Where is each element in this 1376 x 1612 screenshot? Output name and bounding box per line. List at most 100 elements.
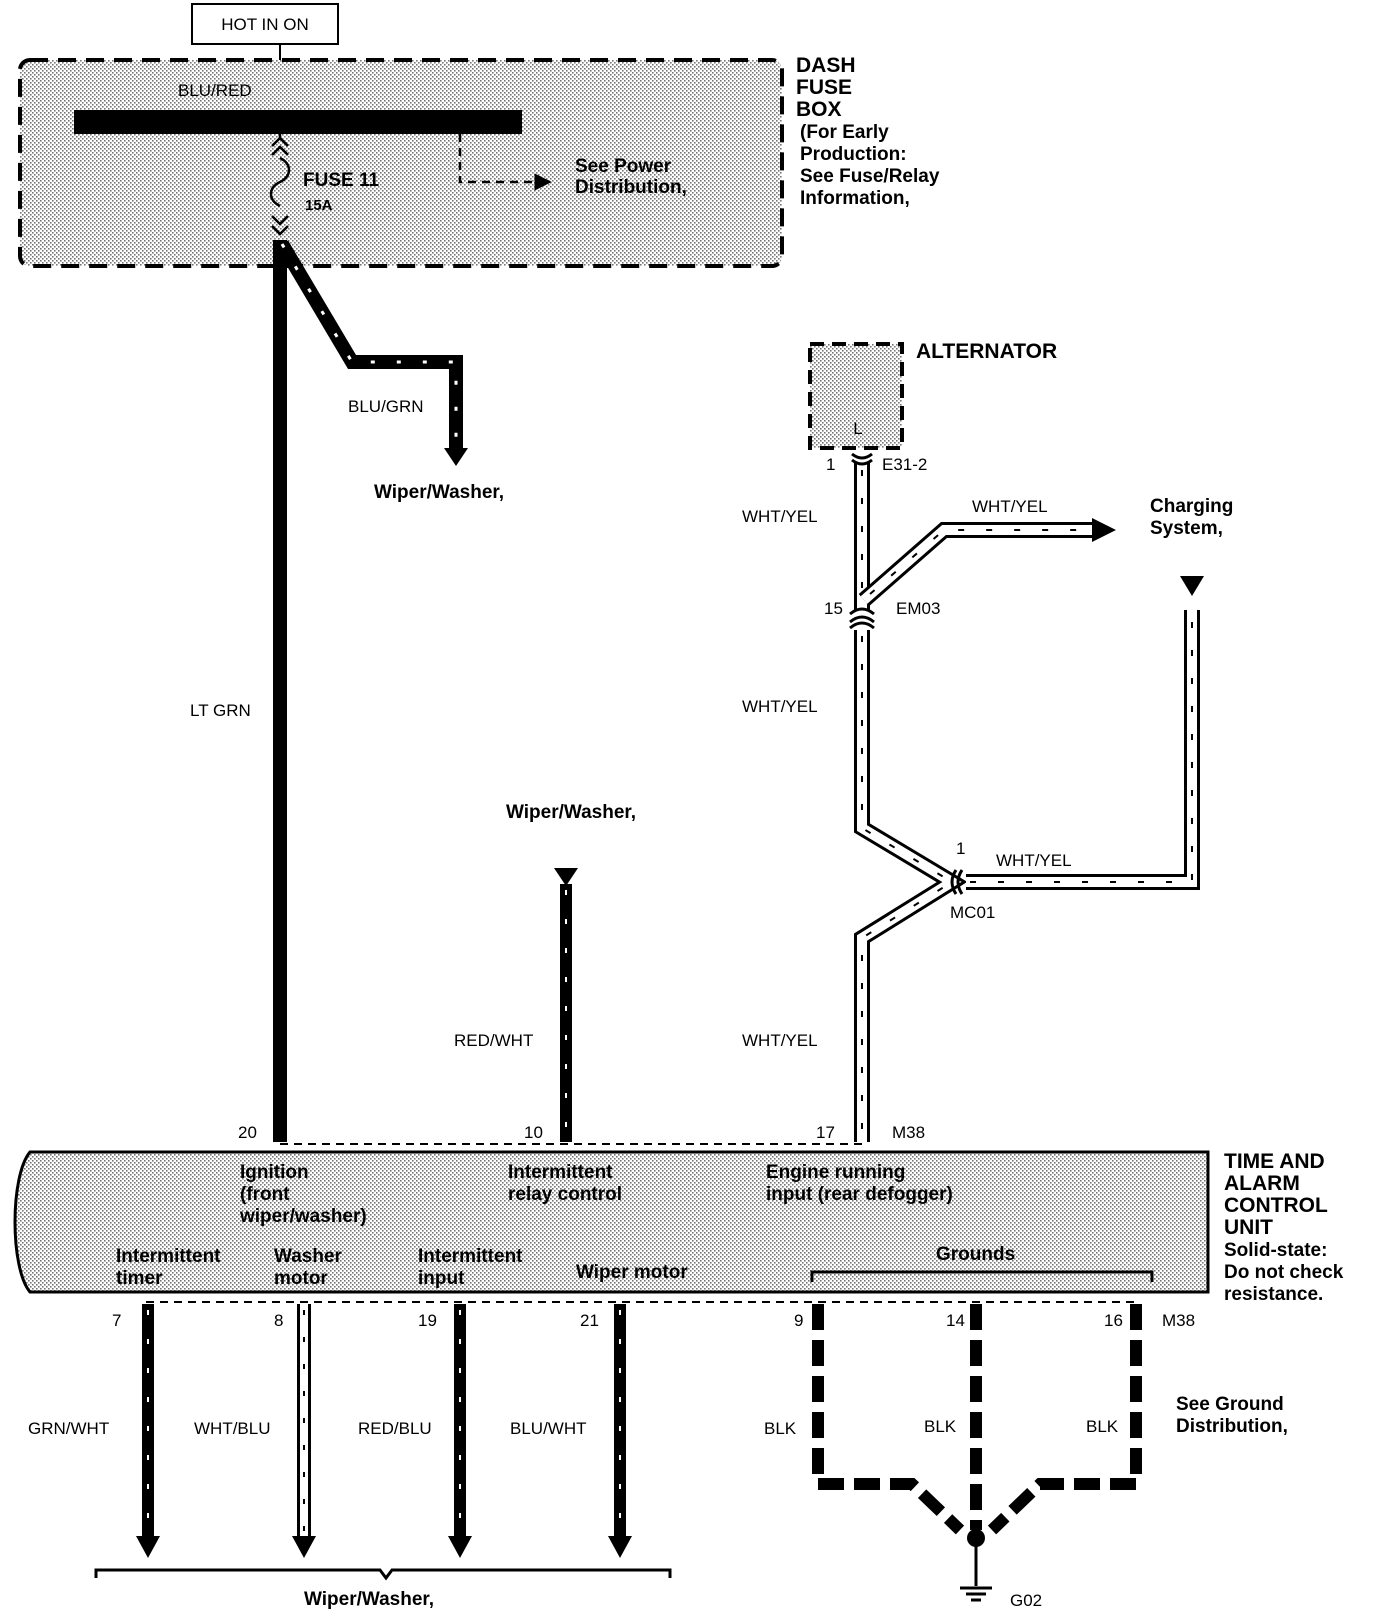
grn-wht-wire <box>136 1304 160 1558</box>
grounds-bracket <box>810 1270 1154 1282</box>
red-wht-wire <box>554 868 578 1142</box>
wiper-washer-bottom-label: Wiper/Washer, <box>304 1589 434 1610</box>
grn-wht-label: GRN/WHT <box>28 1419 109 1438</box>
time-alarm-control-unit: Ignition (front wiper/washer) Intermitte… <box>13 1150 1210 1294</box>
ignition-label-2: (front <box>240 1184 290 1205</box>
ignition-label-3: wiper/washer) <box>239 1206 367 1227</box>
control-unit-note-2: Do not check <box>1224 1262 1344 1283</box>
pin-16: 16 <box>1104 1311 1123 1330</box>
blu-wht-wire <box>608 1304 632 1558</box>
g02-ground-icon <box>960 1529 992 1602</box>
see-power-label-1: See Power <box>575 156 672 177</box>
fuse-box-title-3: BOX <box>796 98 842 121</box>
power-distribution-arrow <box>458 134 552 191</box>
int-input-label-1: Intermittent <box>418 1246 523 1267</box>
wiper-washer-mid-label: Wiper/Washer, <box>506 802 636 823</box>
control-unit-title-3: CONTROL <box>1224 1194 1328 1217</box>
wiper-washer-bracket <box>94 1568 672 1581</box>
e31-connector-icon <box>851 452 873 466</box>
bus-bar <box>74 110 522 134</box>
ignition-label-1: Ignition <box>240 1162 309 1183</box>
fuse-box-note-4: Information, <box>800 188 910 209</box>
e31-label: E31-2 <box>882 455 927 474</box>
grounds-label: Grounds <box>936 1244 1015 1265</box>
control-unit-title-4: UNIT <box>1224 1216 1273 1239</box>
int-relay-label-1: Intermittent <box>508 1162 613 1183</box>
e31-pin: 1 <box>826 455 835 474</box>
fuse-11-label: FUSE 11 <box>303 170 379 191</box>
alternator-box <box>808 342 904 450</box>
blu-grn-wire <box>275 240 468 466</box>
control-unit-title-2: ALARM <box>1224 1172 1300 1195</box>
pin-9: 9 <box>794 1311 803 1330</box>
fuse-box-note-3: See Fuse/Relay <box>800 166 940 187</box>
see-power-label-2: Distribution, <box>575 177 687 198</box>
see-ground-label-2: Distribution, <box>1176 1416 1288 1437</box>
hot-in-on-box <box>191 3 339 45</box>
wiper-washer-top-label: Wiper/Washer, <box>374 482 504 503</box>
em03-label: EM03 <box>896 599 940 618</box>
wht-yel-mc01-branch <box>966 576 1204 890</box>
lt-grn-label: LT GRN <box>190 701 251 720</box>
wht-yel-label-3: WHT/YEL <box>742 1031 818 1050</box>
hot-in-on-label: HOT IN ON <box>221 15 309 34</box>
m38-top-label: M38 <box>892 1123 925 1142</box>
red-wht-label: RED/WHT <box>454 1031 533 1050</box>
alternator-label: ALTERNATOR <box>916 340 1057 363</box>
em03-pin: 15 <box>824 599 843 618</box>
mc01-pin: 1 <box>956 839 965 858</box>
wht-blu-label: WHT/BLU <box>194 1419 271 1438</box>
fuse-box-note-2: Production: <box>800 144 907 165</box>
blk-label-3: BLK <box>1086 1417 1119 1436</box>
mc01-label: MC01 <box>950 903 995 922</box>
int-timer-label-1: Intermittent <box>116 1246 221 1267</box>
pin-20: 20 <box>238 1123 257 1142</box>
control-unit-title-1: TIME AND <box>1224 1150 1325 1173</box>
pin-8: 8 <box>274 1311 283 1330</box>
fuse-box-title-1: DASH <box>796 54 856 77</box>
engine-running-label-2: input (rear defogger) <box>766 1184 953 1205</box>
red-blu-label: RED/BLU <box>358 1419 432 1438</box>
int-relay-label-2: relay control <box>508 1184 622 1205</box>
pin-21: 21 <box>580 1311 599 1330</box>
pin-17: 17 <box>816 1123 835 1142</box>
fuse-11-icon <box>269 134 291 236</box>
charging-label-1: Charging <box>1150 496 1233 517</box>
mc01-connector-icon <box>950 869 964 895</box>
blk-label-1: BLK <box>764 1419 797 1438</box>
em03-connector-icon <box>849 607 875 630</box>
control-unit-note-1: Solid-state: <box>1224 1240 1327 1261</box>
wiper-motor-label: Wiper motor <box>576 1262 688 1283</box>
wht-yel-label-1: WHT/YEL <box>742 507 818 526</box>
alternator-terminal-l: L <box>853 419 862 438</box>
charging-label-2: System, <box>1150 518 1223 539</box>
dash-fuse-box: BLU/RED FUSE 11 15A See Power Distributi… <box>18 58 784 268</box>
wht-yel-mc01-label: WHT/YEL <box>996 851 1072 870</box>
blu-grn-label: BLU/GRN <box>348 397 424 416</box>
washer-motor-label-1: Washer <box>274 1246 343 1267</box>
wht-yel-charging-label: WHT/YEL <box>972 497 1048 516</box>
fuse-rating-label: 15A <box>305 197 333 214</box>
pin-19: 19 <box>418 1311 437 1330</box>
see-ground-label-1: See Ground <box>1176 1394 1284 1415</box>
wht-blu-wire <box>292 1304 316 1558</box>
wht-yel-label-2: WHT/YEL <box>742 697 818 716</box>
g02-label: G02 <box>1010 1591 1042 1610</box>
pin-14: 14 <box>946 1311 965 1330</box>
fuse-box-note-1: (For Early <box>800 122 889 143</box>
blu-red-wire-label: BLU/RED <box>178 81 252 100</box>
blu-wht-label: BLU/WHT <box>510 1419 587 1438</box>
pin-7: 7 <box>112 1311 121 1330</box>
m38-bottom-label: M38 <box>1162 1311 1195 1330</box>
red-blu-wire <box>448 1304 472 1558</box>
blk-label-2: BLK <box>924 1417 957 1436</box>
washer-motor-label-2: motor <box>274 1268 328 1289</box>
int-input-label-2: input <box>418 1268 465 1289</box>
wht-yel-charging-branch <box>858 518 1116 607</box>
blk-ground-wires <box>812 1304 1142 1535</box>
engine-running-label-1: Engine running <box>766 1162 905 1183</box>
control-unit-note-3: resistance. <box>1224 1284 1323 1305</box>
pin-10: 10 <box>524 1123 543 1142</box>
int-timer-label-2: timer <box>116 1268 163 1289</box>
